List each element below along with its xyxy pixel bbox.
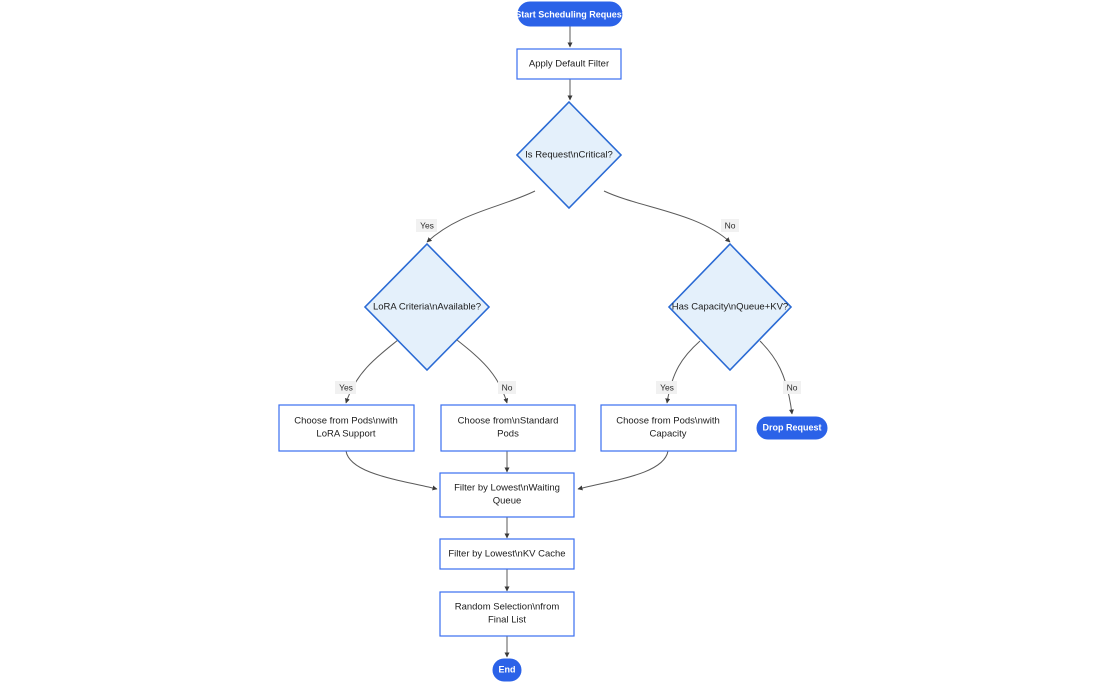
start-label: Start Scheduling Request: [515, 9, 625, 19]
edge-label-text: No: [787, 382, 798, 392]
lora-criteria-available-label: LoRA Criteria\nAvailable?: [373, 302, 481, 313]
node-drop-request[interactable]: Drop Request: [756, 416, 828, 440]
edge-label-text: Yes: [420, 220, 434, 230]
choose-standard-pods-label-line2: Pods: [497, 429, 519, 440]
edge-label-text: No: [725, 220, 736, 230]
node-filter-waiting-queue[interactable]: Filter by Lowest\nWaiting Queue: [439, 472, 575, 518]
node-end[interactable]: End: [492, 658, 522, 682]
edge-has-capacity-to-choose-capacity-pods: [665, 340, 701, 404]
edge-is-request-critical-to-has-capacity: [603, 190, 731, 243]
is-request-critical-label: Is Request\nCritical?: [525, 150, 613, 161]
node-is-request-critical[interactable]: Is Request\nCritical?: [515, 100, 623, 210]
edge-label-text: Yes: [660, 382, 674, 392]
edge-is-request-critical-to-lora-criteria: [426, 190, 536, 243]
apply-default-filter-shape: [516, 48, 622, 80]
edge-label-no-lora: No: [498, 381, 516, 394]
random-selection-label-line1: Random Selection\nfrom: [455, 602, 560, 613]
edge-label-text: No: [502, 382, 513, 392]
choose-lora-pods-label-line1: Choose from Pods\nwith: [294, 416, 398, 427]
start-pill-shape: [517, 1, 623, 27]
end-pill-shape: [492, 658, 522, 682]
edge-lora-criteria-to-choose-lora-pods: [345, 339, 399, 404]
edge-choose-lora-pods-to-filter-waiting-queue: [345, 450, 438, 491]
node-choose-lora-pods[interactable]: Choose from Pods\nwith LoRA Support: [278, 404, 415, 452]
node-has-capacity[interactable]: Has Capacity\nQueue+KV?: [667, 242, 793, 372]
choose-capacity-pods-label-line2: Capacity: [650, 429, 687, 440]
node-random-selection[interactable]: Random Selection\nfrom Final List: [439, 591, 575, 637]
choose-standard-pods-label-line1: Choose from\nStandard: [458, 416, 559, 427]
filter-waiting-queue-label-line1: Filter by Lowest\nWaiting: [454, 483, 560, 494]
filter-kv-cache-shape: [439, 538, 575, 570]
has-capacity-shape: [667, 242, 793, 372]
node-lora-criteria-available[interactable]: LoRA Criteria\nAvailable?: [363, 242, 491, 372]
random-selection-label-line2: Final List: [488, 615, 526, 626]
edge-label-yes-capacity: Yes: [656, 381, 677, 394]
drop-request-shape: [756, 416, 828, 440]
edge-has-capacity-to-drop-request: [759, 340, 794, 415]
choose-lora-pods-label-line2: LoRA Support: [316, 429, 376, 440]
node-apply-default-filter[interactable]: Apply Default Filter: [516, 48, 622, 80]
is-request-critical-shape: [515, 100, 623, 210]
end-label: End: [499, 664, 516, 674]
edge-choose-capacity-pods-to-filter-waiting-queue: [577, 450, 669, 491]
node-choose-capacity-pods[interactable]: Choose from Pods\nwith Capacity: [600, 404, 737, 452]
drop-request-label: Drop Request: [762, 422, 821, 432]
node-choose-standard-pods[interactable]: Choose from\nStandard Pods: [440, 404, 576, 452]
lora-criteria-available-shape: [363, 242, 491, 372]
edge-label-no-capacity: No: [783, 381, 801, 394]
choose-capacity-pods-label-line1: Choose from Pods\nwith: [616, 416, 720, 427]
edge-group: [345, 26, 794, 658]
has-capacity-label: Has Capacity\nQueue+KV?: [672, 302, 788, 313]
edge-label-text: Yes: [339, 382, 353, 392]
choose-capacity-pods-shape: [600, 404, 737, 452]
node-start[interactable]: Start Scheduling Request: [515, 1, 625, 27]
apply-default-filter-label: Apply Default Filter: [529, 59, 609, 70]
random-selection-shape: [439, 591, 575, 637]
filter-kv-cache-label: Filter by Lowest\nKV Cache: [448, 549, 565, 560]
edge-label-yes-lora: Yes: [335, 381, 356, 394]
edge-lora-criteria-to-choose-standard-pods: [456, 339, 509, 404]
choose-lora-pods-shape: [278, 404, 415, 452]
filter-waiting-queue-label-line2: Queue: [493, 496, 522, 507]
choose-standard-pods-shape: [440, 404, 576, 452]
node-filter-kv-cache[interactable]: Filter by Lowest\nKV Cache: [439, 538, 575, 570]
edge-label-group: Yes No Yes No Yes No: [335, 219, 801, 394]
edge-label-no-critical: No: [721, 219, 739, 232]
filter-waiting-queue-shape: [439, 472, 575, 518]
edge-label-yes-critical: Yes: [416, 219, 437, 232]
